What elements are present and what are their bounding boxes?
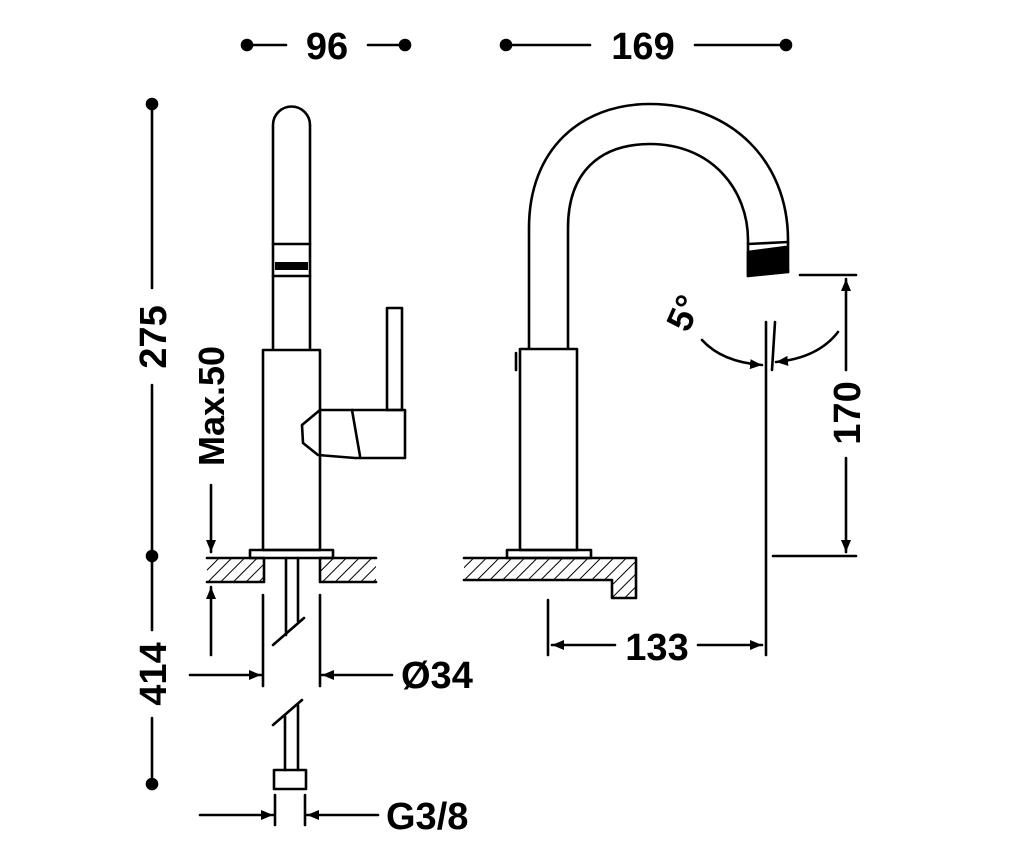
- front-deck-section: [205, 556, 378, 584]
- dim-height-total: [145, 97, 159, 563]
- dim-spout-height: [771, 273, 858, 558]
- dim-thread: [198, 793, 380, 827]
- label-height-below: 414: [133, 642, 175, 705]
- label-max-deck: Max.50: [191, 346, 232, 466]
- dim-height-below: [145, 554, 159, 791]
- label-width-top-right: 169: [611, 26, 674, 68]
- label-spout-reach: 133: [625, 627, 688, 669]
- label-width-top-left: 96: [306, 26, 348, 68]
- dim-angle: [700, 320, 840, 657]
- dim-spout-reach: [546, 598, 764, 657]
- label-spout-height: 170: [827, 381, 869, 444]
- label-height-total: 275: [133, 305, 175, 368]
- label-thread: G3/8: [386, 796, 468, 838]
- side-view-faucet: [505, 102, 790, 560]
- front-view-faucet: [248, 105, 407, 791]
- label-diameter-hole: Ø34: [401, 655, 473, 697]
- dim-top-right: [499, 38, 793, 52]
- dim-diameter-hole: [188, 593, 394, 688]
- side-deck-section: [462, 556, 638, 600]
- label-angle: 5°: [658, 289, 709, 337]
- dim-top-left: [240, 38, 412, 52]
